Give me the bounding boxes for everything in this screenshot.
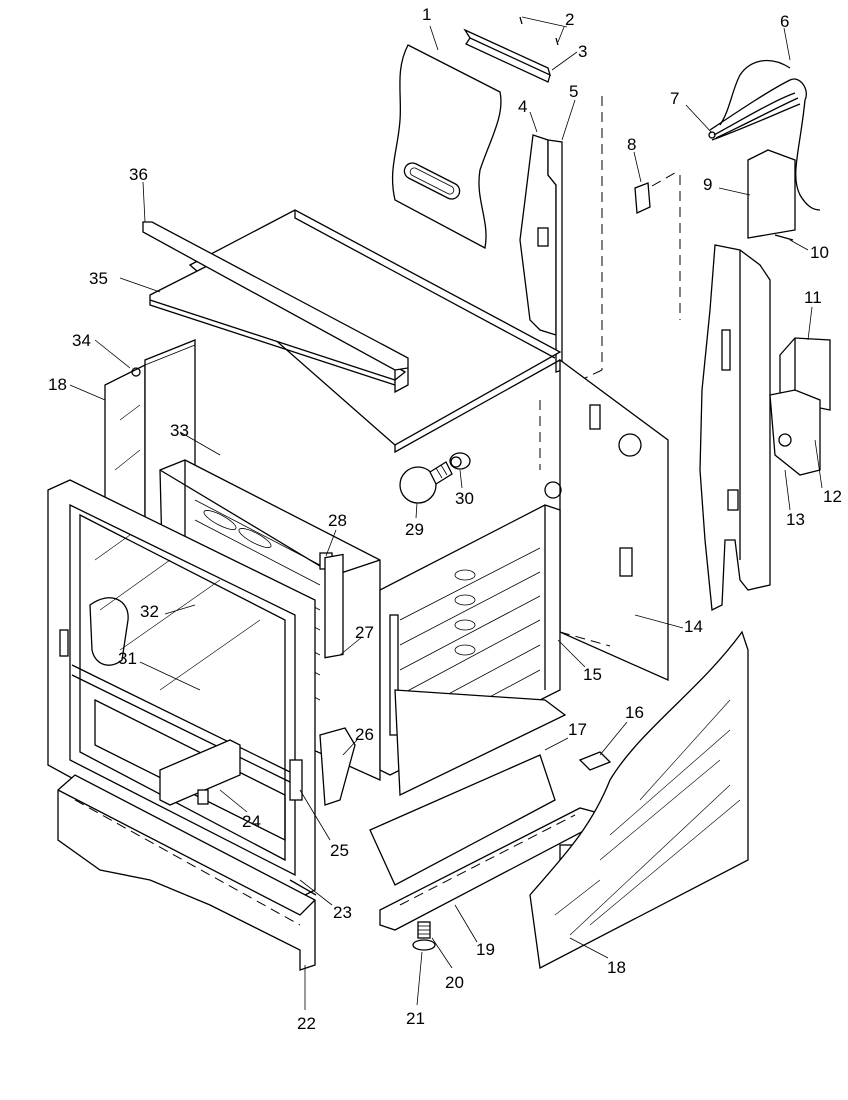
callout-26: 26 [355,725,374,744]
callout-8: 8 [627,135,636,154]
callout-10: 10 [810,243,829,262]
part-6-7-wire-harness [708,59,821,211]
callout-7: 7 [670,89,679,108]
callout-21: 21 [406,1009,425,1028]
callout-15: 15 [583,665,602,684]
back-panel [539,358,669,682]
part-16-clip [578,751,612,771]
part-34-screw [131,367,141,377]
part-4-5-side-rails [519,96,603,391]
callout-27: 27 [355,623,374,642]
part-1-heat-shield [391,44,502,249]
callout-labels: 1 2 3 4 5 6 7 8 9 10 11 12 13 14 15 16 1… [48,5,842,1033]
part-10-screw [774,234,794,241]
part-24-drawer-rail [159,739,241,806]
callout-6: 6 [780,12,789,31]
callout-9: 9 [703,175,712,194]
oven-top-panel [188,209,562,454]
part-30-light-socket [449,452,471,470]
callout-18-bottom: 18 [607,958,626,977]
callout-14: 14 [684,617,703,636]
callout-4: 4 [518,97,527,116]
callout-20: 20 [445,973,464,992]
part-12-angle-bracket [769,389,821,476]
callout-35: 35 [89,269,108,288]
callout-13: 13 [786,510,805,529]
part-20-leveling-leg [417,921,431,939]
callout-18-top: 18 [48,375,67,394]
callout-12: 12 [823,487,842,506]
callout-29: 29 [405,520,424,539]
callout-30: 30 [455,489,474,508]
callout-25: 25 [330,841,349,860]
part-35-top-sheet [149,261,407,386]
callout-31: 31 [118,649,137,668]
callout-3: 3 [578,42,587,61]
callout-36: 36 [129,165,148,184]
part-25-hinge [289,759,303,801]
callout-2: 2 [565,10,574,29]
part-21-leg-foot [412,939,436,951]
callout-16: 16 [625,703,644,722]
callout-5: 5 [569,82,578,101]
part-2-screws [519,16,559,46]
callout-19: 19 [476,940,495,959]
part-36-top-bracket [142,221,409,394]
part-23-strip [289,879,317,896]
callout-28: 28 [328,511,347,530]
callout-1: 1 [422,5,431,24]
callout-34: 34 [72,331,91,350]
part-8-bracket [634,169,681,214]
callout-24: 24 [242,812,261,831]
part-3-top-bracket [463,28,552,83]
callout-33: 33 [170,421,189,440]
part-26-deflector [319,727,356,806]
callout-22: 22 [297,1014,316,1033]
part-17-bottom-panel [369,689,567,886]
part-18-side-panel [529,630,749,970]
part-22-toe-panel [57,774,316,971]
part-9-bracket-plate [747,149,796,239]
leader-lines [69,16,823,1010]
callout-17: 17 [568,720,587,739]
part-13-right-rail [679,175,771,612]
part-29-light-bulb [399,461,453,504]
callout-32: 32 [140,602,159,621]
part-27-hinge-bracket [324,553,344,659]
callout-23: 23 [333,903,352,922]
callout-11: 11 [804,288,822,307]
